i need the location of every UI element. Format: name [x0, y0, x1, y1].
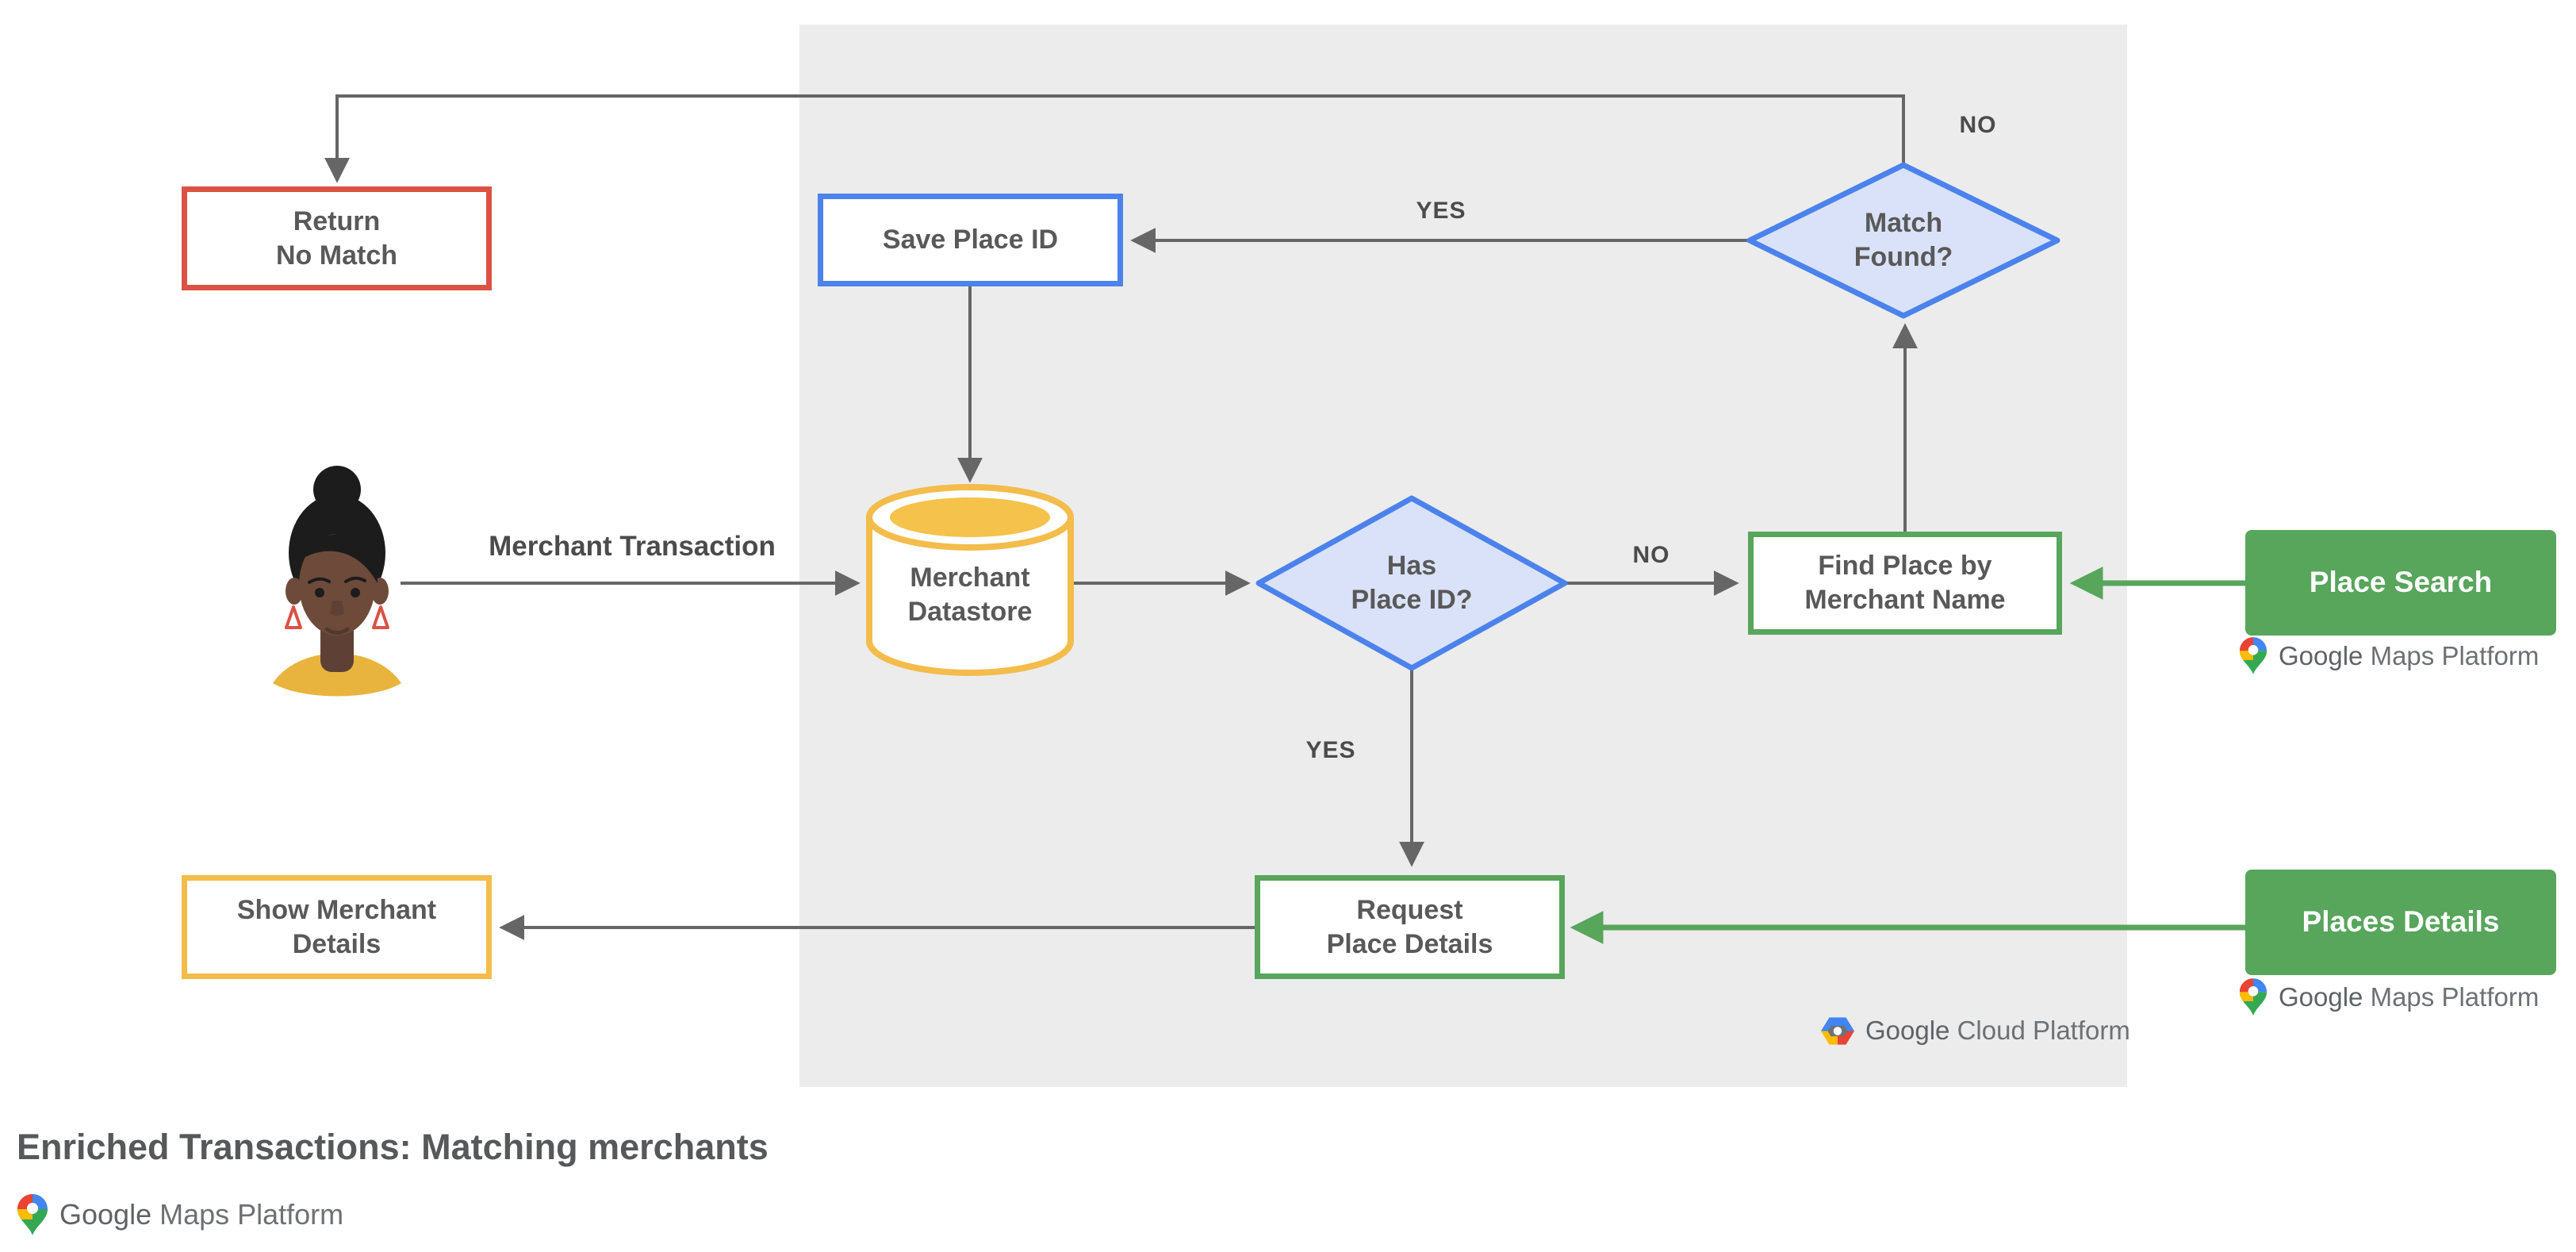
node-places-details-api: Places Details	[2245, 870, 2556, 975]
node-place-search-api: Place Search	[2245, 530, 2556, 636]
brand-maps-platform-text: Google Maps Platform	[59, 1198, 343, 1231]
brand-maps-platform-text: Google Maps Platform	[2279, 641, 2539, 671]
brand-maps-platform-word: Maps Platform	[2363, 640, 2540, 670]
label-no-match-found: NO	[1959, 112, 1997, 138]
avatar-earring-right	[372, 605, 389, 629]
avatar-brow-left	[308, 577, 331, 584]
avatar-brow-right	[344, 576, 366, 583]
node-request-place-details: Request Place Details	[1255, 875, 1565, 979]
brand-maps-platform-place-search: Google Maps Platform	[2239, 636, 2539, 675]
brand-maps-platform-text: Google Maps Platform	[2279, 982, 2539, 1012]
avatar-nose	[330, 601, 344, 616]
label-yes-has-place-id: YES	[1305, 737, 1356, 763]
brand-google-word: Google	[59, 1198, 152, 1231]
brand-cloud-platform-word: Cloud Platform	[1949, 1016, 2130, 1045]
label-merchant-transaction: Merchant Transaction	[489, 531, 776, 562]
label-match-found: Match Found?	[1853, 208, 1953, 272]
edge-match-found-no-to-return	[324, 94, 1905, 183]
avatar-mouth	[324, 627, 350, 635]
user-avatar	[273, 466, 401, 697]
avatar-bangs	[299, 533, 378, 583]
label-has-place-id: Has Place ID?	[1351, 551, 1473, 615]
avatar-ear-left	[286, 578, 303, 605]
brand-google-word: Google	[2279, 640, 2363, 670]
brand-google-word: Google	[1865, 1016, 1950, 1045]
node-return-no-match: Return No Match	[182, 186, 492, 290]
label-no-has-place-id: NO	[1632, 542, 1670, 568]
brand-maps-platform-word: Maps Platform	[2363, 981, 2540, 1012]
diamond-match-found	[1746, 162, 2060, 319]
avatar-earring-left	[285, 605, 302, 629]
cylinder-merchant-datastore	[866, 484, 1074, 676]
avatar-face	[299, 534, 375, 636]
label-merchant-datastore: Merchant Datastore	[907, 563, 1033, 627]
diamond-has-place-id	[1255, 495, 1568, 671]
avatar-shoulders	[273, 653, 401, 697]
brand-cloud-platform-text: Google Cloud Platform	[1865, 1016, 2130, 1046]
node-show-merchant-details: Show Merchant Details	[182, 875, 492, 979]
brand-cloud-platform: Google Cloud Platform	[1821, 1016, 2130, 1046]
node-find-place-by-merchant-name: Find Place by Merchant Name	[1748, 532, 2062, 635]
maps-pin-icon	[2239, 637, 2267, 674]
avatar-eye-right	[351, 588, 360, 597]
avatar-ear-right	[371, 578, 389, 605]
page-title: Enriched Transactions: Matching merchant…	[17, 1127, 769, 1167]
brand-google-word: Google	[2279, 981, 2363, 1012]
avatar-eye-left	[315, 588, 324, 597]
label-yes-match-found: YES	[1416, 198, 1466, 224]
node-save-place-id: Save Place ID	[818, 194, 1123, 286]
maps-pin-icon	[17, 1194, 48, 1235]
brand-maps-platform-word: Maps Platform	[151, 1198, 344, 1231]
brand-maps-platform-places-details: Google Maps Platform	[2239, 977, 2539, 1016]
maps-pin-icon	[2239, 978, 2267, 1016]
cloud-hexagon-icon	[1821, 1016, 1854, 1045]
brand-maps-platform-footer: Google Maps Platform	[17, 1193, 343, 1236]
